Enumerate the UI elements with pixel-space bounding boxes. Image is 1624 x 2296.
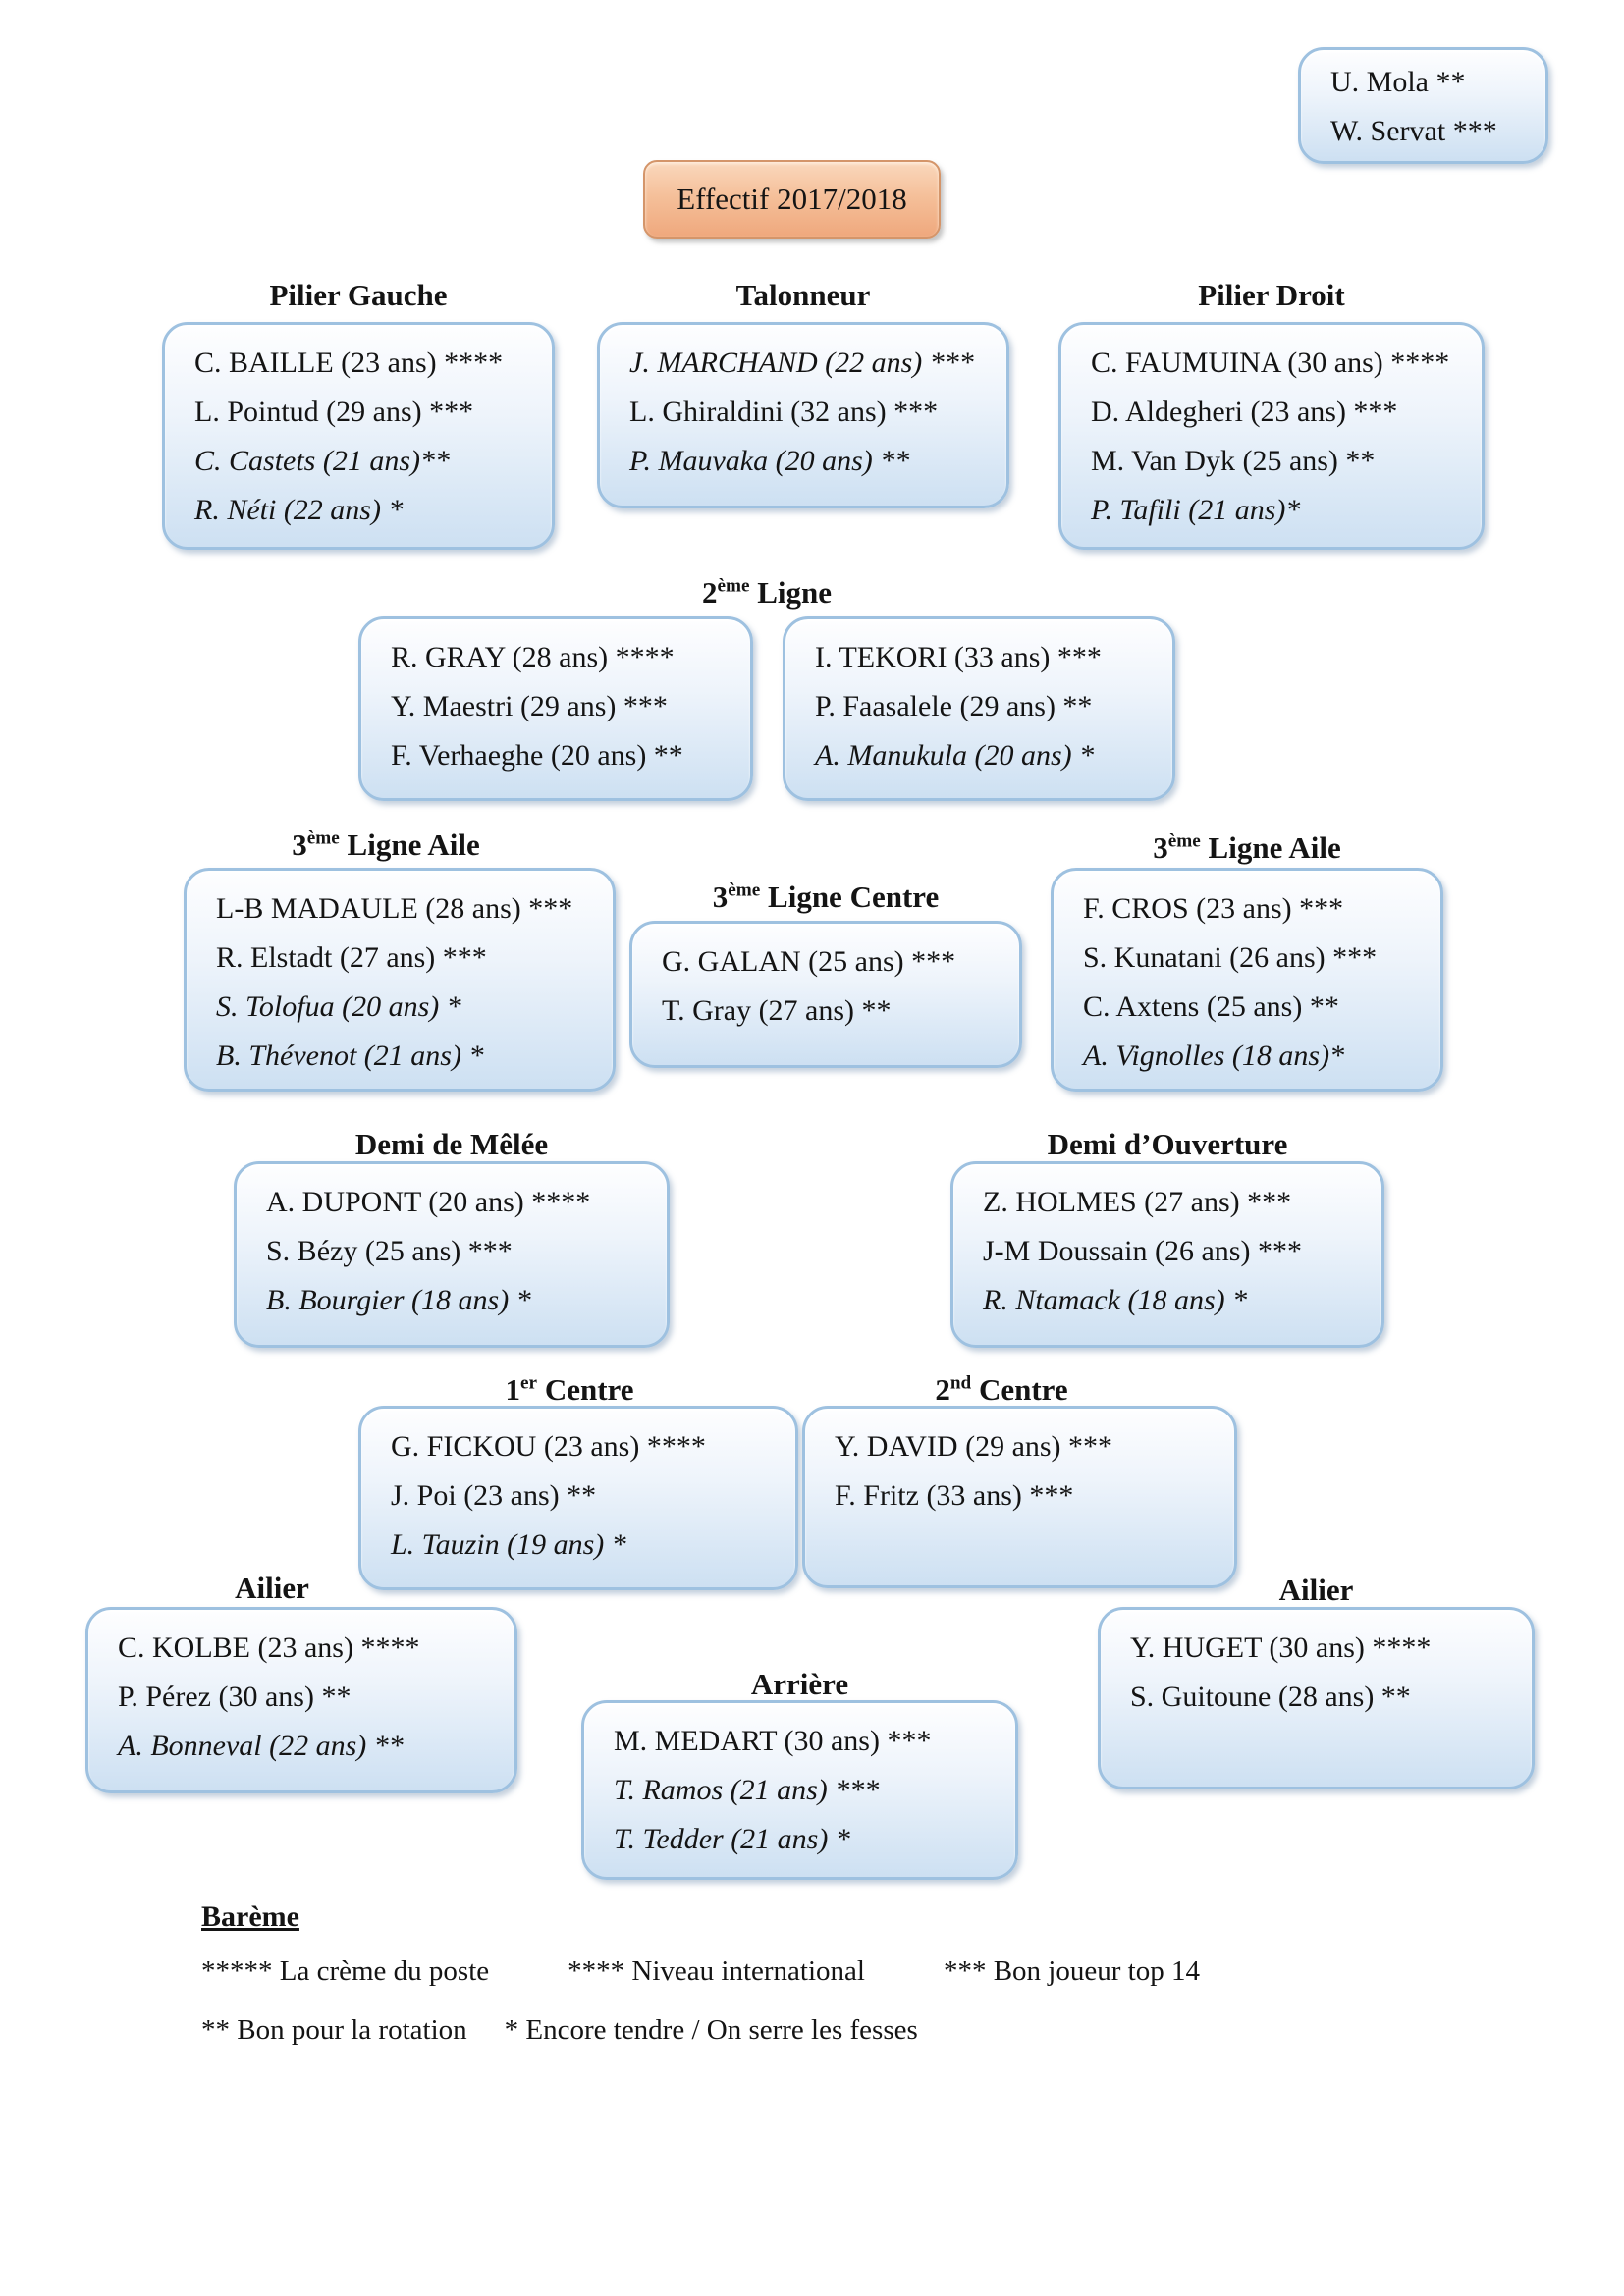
player-line: A. Manukula (20 ans) * bbox=[815, 739, 1095, 772]
player-line: J-M Doussain (26 ans) *** bbox=[983, 1235, 1302, 1267]
player-line: Z. HOLMES (27 ans) *** bbox=[983, 1186, 1292, 1218]
position-box-pilier-gauche: C. BAILLE (23 ans) **** L. Pointud (29 a… bbox=[162, 322, 555, 550]
player-line: T. Ramos (21 ans) *** bbox=[614, 1774, 880, 1806]
player-line: A. Bonneval (22 ans) ** bbox=[118, 1730, 404, 1762]
player-line: C. Castets (21 ans)** bbox=[194, 445, 451, 477]
player-line: I. TEKORI (33 ans) *** bbox=[815, 641, 1102, 673]
player-line: R. GRAY (28 ans) **** bbox=[391, 641, 675, 673]
position-box-3eme-ligne-centre: G. GALAN (25 ans) *** T. Gray (27 ans) *… bbox=[629, 921, 1022, 1068]
player-line: C. BAILLE (23 ans) **** bbox=[194, 347, 504, 379]
player-line: M. Van Dyk (25 ans) ** bbox=[1091, 445, 1376, 477]
bareme-title: Barème bbox=[201, 1900, 299, 1933]
position-box-2nd-centre: Y. DAVID (29 ans) *** F. Fritz (33 ans) … bbox=[802, 1406, 1237, 1588]
player-line: S. Bézy (25 ans) *** bbox=[266, 1235, 513, 1267]
bareme-line-1: ***** La crème du poste **** Niveau inte… bbox=[201, 1955, 1200, 1988]
player-line: L. Tauzin (19 ans) * bbox=[391, 1528, 626, 1561]
position-heading-pilier-gauche: Pilier Gauche bbox=[269, 278, 448, 312]
player-line: T. Tedder (21 ans) * bbox=[614, 1823, 850, 1855]
position-box-demi-de-melee: A. DUPONT (20 ans) **** S. Bézy (25 ans)… bbox=[234, 1161, 670, 1348]
position-heading-demi-de-melee: Demi de Mêlée bbox=[354, 1127, 549, 1161]
position-box-demi-douverture: Z. HOLMES (27 ans) *** J-M Doussain (26 … bbox=[950, 1161, 1384, 1348]
page-title: Effectif 2017/2018 bbox=[643, 160, 941, 239]
player-line: W. Servat *** bbox=[1330, 115, 1497, 147]
position-heading-arriere: Arrière bbox=[750, 1667, 849, 1701]
player-line: Y. Maestri (29 ans) *** bbox=[391, 690, 668, 722]
position-box-extra: U. Mola ** W. Servat *** bbox=[1298, 47, 1548, 164]
position-heading-3eme-ligne-centre: 3ème Ligne Centre bbox=[712, 880, 940, 914]
player-line: P. Faasalele (29 ans) ** bbox=[815, 690, 1093, 722]
player-line: L. Pointud (29 ans) *** bbox=[194, 396, 474, 428]
position-box-2eme-ligne-droit: I. TEKORI (33 ans) *** P. Faasalele (29 … bbox=[783, 616, 1175, 801]
player-line: R. Elstadt (27 ans) *** bbox=[216, 941, 487, 974]
player-line: F. Fritz (33 ans) *** bbox=[835, 1479, 1074, 1512]
position-heading-demi-douverture: Demi d’Ouverture bbox=[1047, 1127, 1288, 1161]
player-line: C. KOLBE (23 ans) **** bbox=[118, 1631, 420, 1664]
position-box-3eme-ligne-aile-gauche: L-B MADAULE (28 ans) *** R. Elstadt (27 … bbox=[184, 868, 616, 1092]
bareme-item: **** Niveau international bbox=[568, 1955, 865, 1987]
bareme-item: * Encore tendre / On serre les fesses bbox=[504, 2014, 918, 2046]
player-line: P. Tafili (21 ans)* bbox=[1091, 494, 1301, 526]
player-line: A. Vignolles (18 ans)* bbox=[1083, 1040, 1345, 1072]
position-heading-talonneur: Talonneur bbox=[735, 278, 871, 312]
player-line: J. MARCHAND (22 ans) *** bbox=[629, 347, 974, 379]
player-line: S. Kunatani (26 ans) *** bbox=[1083, 941, 1378, 974]
player-line: B. Bourgier (18 ans) * bbox=[266, 1284, 531, 1316]
player-line: R. Ntamack (18 ans) * bbox=[983, 1284, 1248, 1316]
position-heading-3eme-ligne-aile-gauche: 3ème Ligne Aile bbox=[292, 828, 480, 862]
player-line: Y. HUGET (30 ans) **** bbox=[1130, 1631, 1432, 1664]
position-box-talonneur: J. MARCHAND (22 ans) *** L. Ghiraldini (… bbox=[597, 322, 1009, 508]
position-heading-pilier-droit: Pilier Droit bbox=[1198, 278, 1345, 312]
player-line: M. MEDART (30 ans) *** bbox=[614, 1725, 932, 1757]
position-box-pilier-droit: C. FAUMUINA (30 ans) **** D. Aldegheri (… bbox=[1058, 322, 1485, 550]
player-line: Y. DAVID (29 ans) *** bbox=[835, 1430, 1113, 1463]
player-line: B. Thévenot (21 ans) * bbox=[216, 1040, 484, 1072]
player-line: D. Aldegheri (23 ans) *** bbox=[1091, 396, 1398, 428]
player-line: J. Poi (23 ans) ** bbox=[391, 1479, 597, 1512]
player-line: A. DUPONT (20 ans) **** bbox=[266, 1186, 591, 1218]
position-box-2eme-ligne-gauche: R. GRAY (28 ans) **** Y. Maestri (29 ans… bbox=[358, 616, 753, 801]
position-box-arriere: M. MEDART (30 ans) *** T. Ramos (21 ans)… bbox=[581, 1700, 1018, 1880]
player-line: T. Gray (27 ans) ** bbox=[662, 994, 892, 1027]
position-heading-1er-centre: 1er Centre bbox=[505, 1372, 634, 1407]
player-line: S. Guitoune (28 ans) ** bbox=[1130, 1681, 1411, 1713]
position-heading-ailier-droit: Ailier bbox=[1278, 1573, 1354, 1607]
player-line: G. FICKOU (23 ans) **** bbox=[391, 1430, 706, 1463]
player-line: C. Axtens (25 ans) ** bbox=[1083, 990, 1339, 1023]
player-line: G. GALAN (25 ans) *** bbox=[662, 945, 956, 978]
player-line: C. FAUMUINA (30 ans) **** bbox=[1091, 347, 1450, 379]
bareme-item: ** Bon pour la rotation bbox=[201, 2014, 467, 2046]
position-box-3eme-ligne-aile-droit: F. CROS (23 ans) *** S. Kunatani (26 ans… bbox=[1051, 868, 1443, 1092]
player-line: S. Tolofua (20 ans) * bbox=[216, 990, 461, 1023]
position-heading-3eme-ligne-aile-droit: 3ème Ligne Aile bbox=[1153, 830, 1341, 865]
position-box-ailier-droit: Y. HUGET (30 ans) **** S. Guitoune (28 a… bbox=[1098, 1607, 1535, 1789]
player-line: L-B MADAULE (28 ans) *** bbox=[216, 892, 573, 925]
bareme-item: *** Bon joueur top 14 bbox=[943, 1955, 1200, 1987]
position-box-1er-centre: G. FICKOU (23 ans) **** J. Poi (23 ans) … bbox=[358, 1406, 798, 1590]
player-line: R. Néti (22 ans) * bbox=[194, 494, 404, 526]
bareme-line-2: ** Bon pour la rotation * Encore tendre … bbox=[201, 2014, 918, 2047]
player-line: P. Pérez (30 ans) ** bbox=[118, 1681, 352, 1713]
position-heading-ailier-gauche: Ailier bbox=[235, 1571, 309, 1605]
page-title-label: Effectif 2017/2018 bbox=[677, 182, 907, 216]
player-line: U. Mola ** bbox=[1330, 66, 1466, 98]
position-heading-2eme-ligne: 2ème Ligne bbox=[701, 575, 833, 610]
player-line: L. Ghiraldini (32 ans) *** bbox=[629, 396, 939, 428]
player-line: F. CROS (23 ans) *** bbox=[1083, 892, 1344, 925]
player-line: P. Mauvaka (20 ans) ** bbox=[629, 445, 910, 477]
position-box-ailier-gauche: C. KOLBE (23 ans) **** P. Pérez (30 ans)… bbox=[85, 1607, 517, 1793]
position-heading-2nd-centre: 2nd Centre bbox=[935, 1372, 1068, 1407]
bareme-item: ***** La crème du poste bbox=[201, 1955, 490, 1987]
player-line: F. Verhaeghe (20 ans) ** bbox=[391, 739, 683, 772]
